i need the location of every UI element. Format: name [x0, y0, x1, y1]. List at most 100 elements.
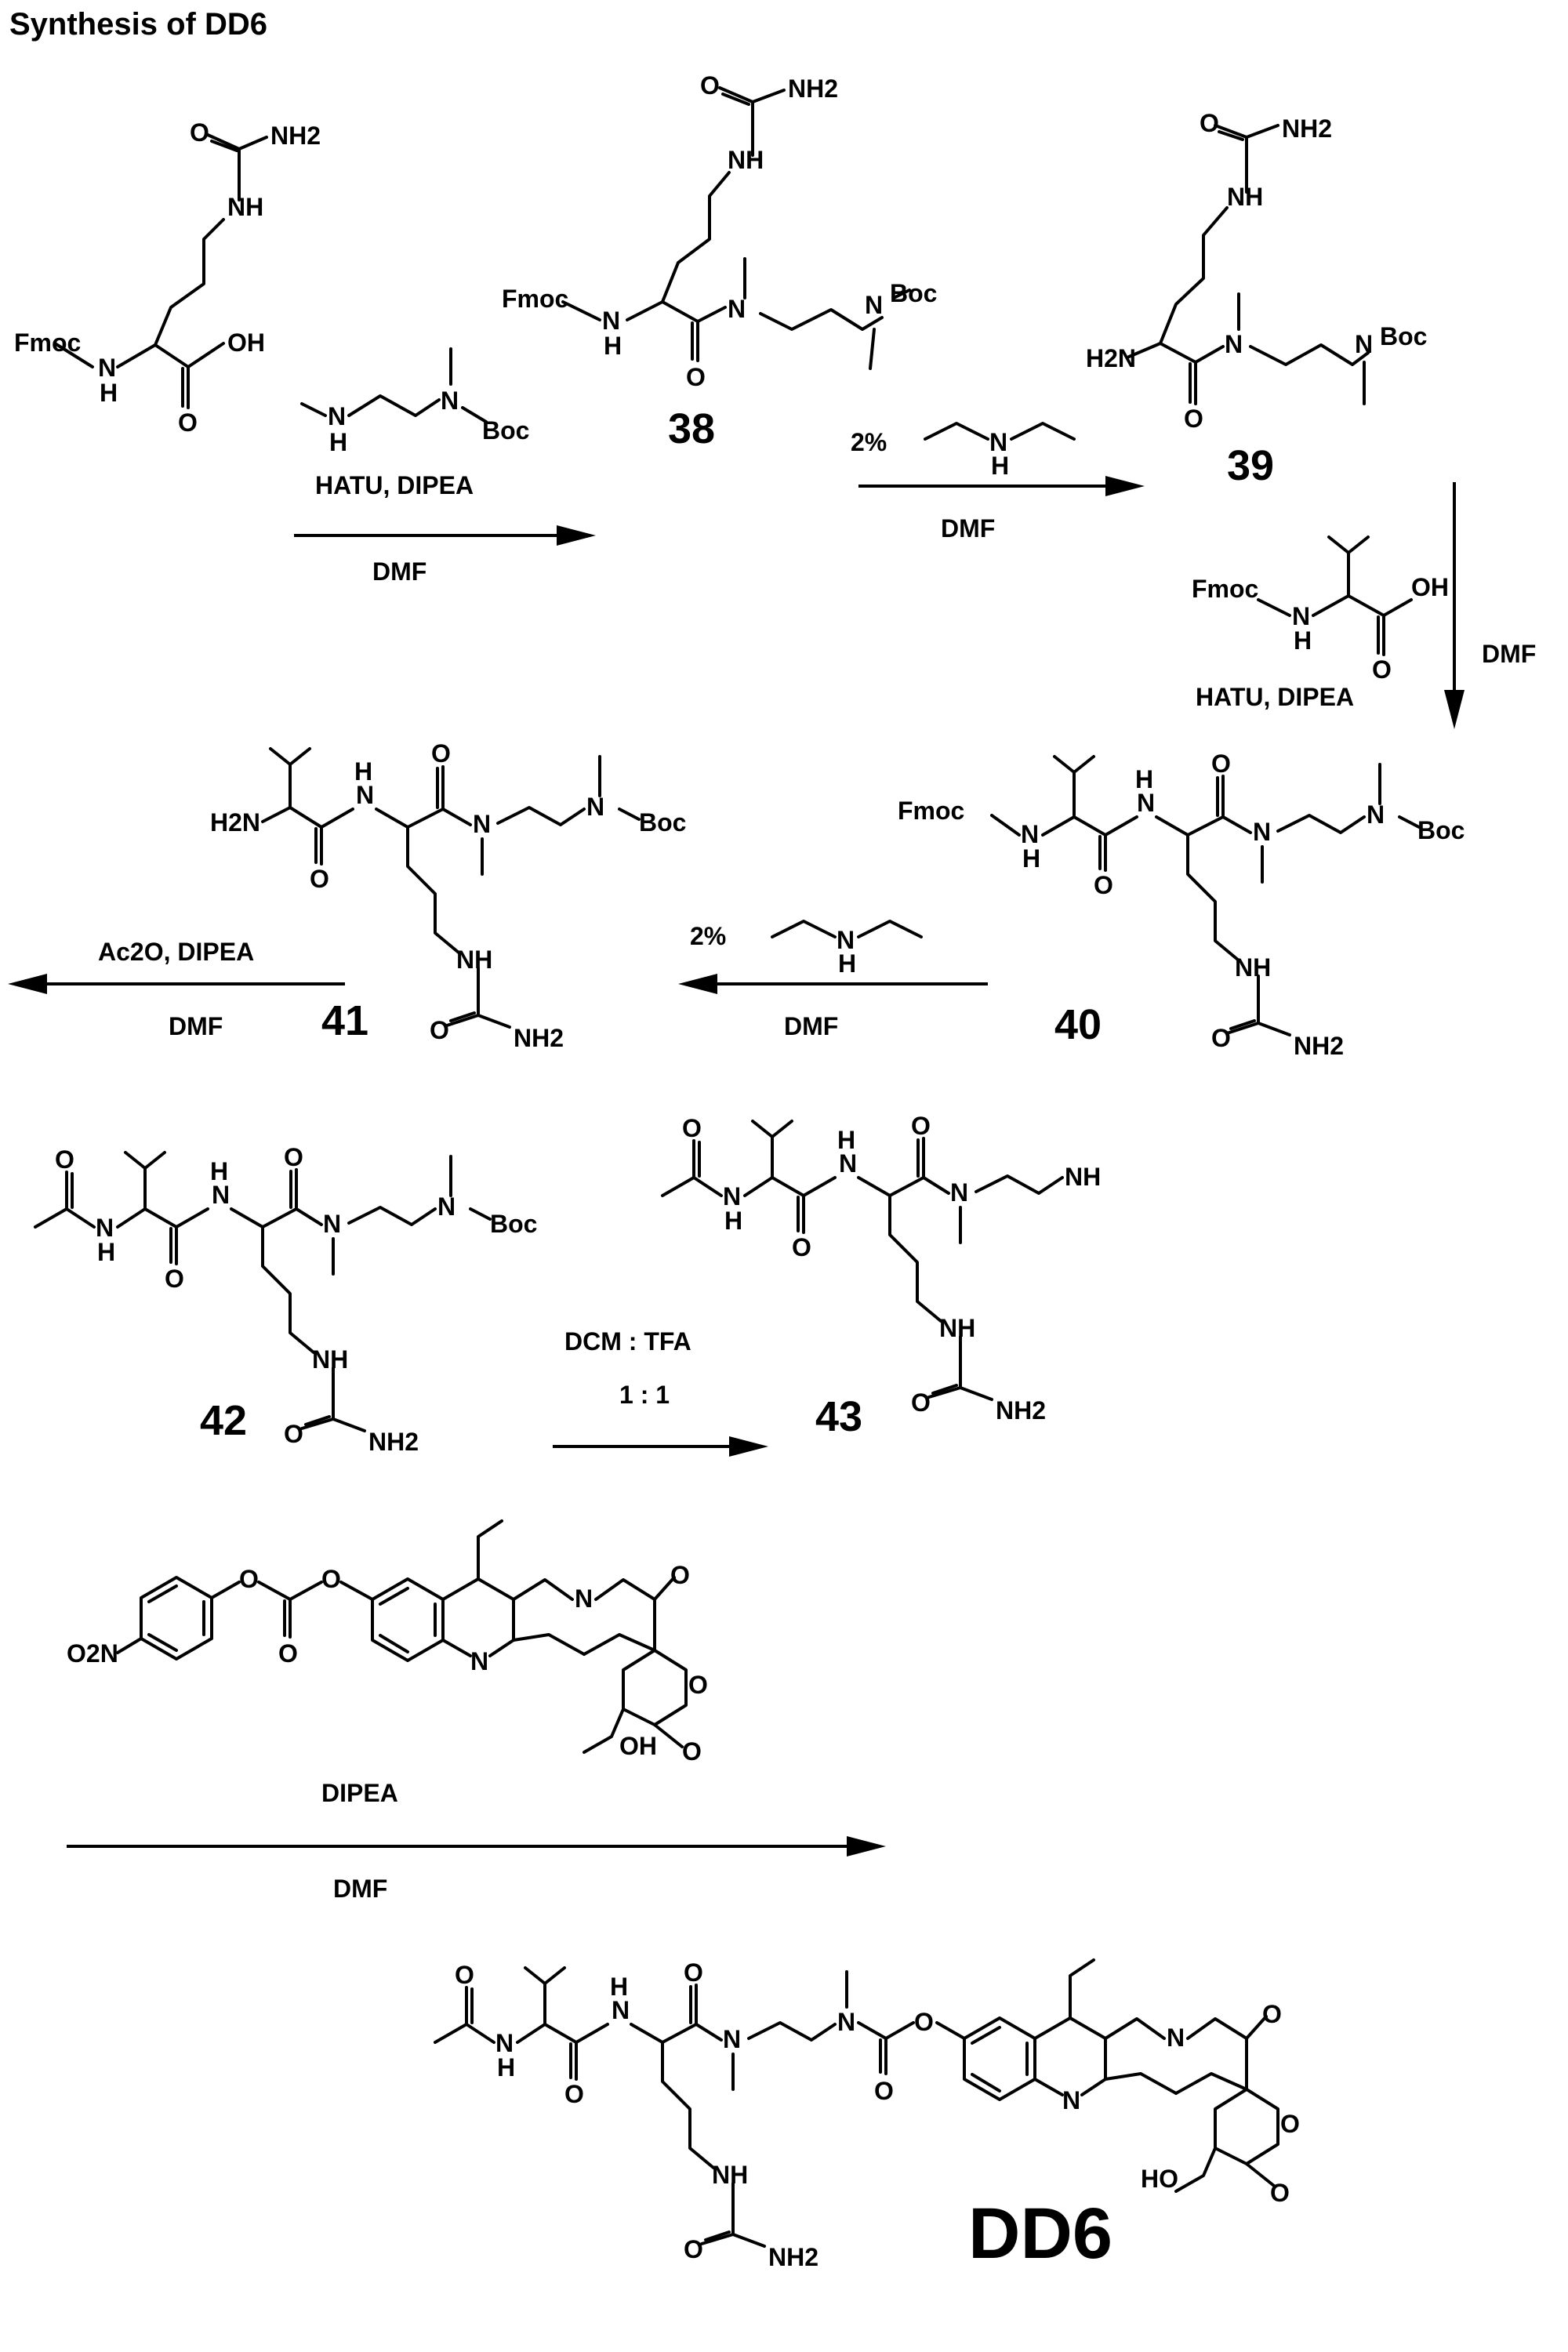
- step5-reagent: Ac2O, DIPEA: [98, 938, 254, 966]
- amine-n-label: N: [98, 354, 116, 382]
- h-label: H: [838, 949, 856, 978]
- compound-43-structure: N H O O H N O N NH NH O NH2 43: [662, 1112, 1101, 1440]
- compound-41-label: 41: [321, 997, 368, 1044]
- nh-label: NH: [1227, 183, 1263, 211]
- h-label: H: [991, 452, 1009, 480]
- compound-43-label: 43: [815, 1393, 862, 1440]
- n-label: N: [586, 793, 604, 821]
- step2-solvent: DMF: [941, 514, 995, 543]
- step7-arrow: DIPEA DMF: [67, 1779, 886, 1903]
- nh2-label: NH2: [768, 2243, 818, 2271]
- h2n-label: H2N: [210, 808, 260, 837]
- step7-solvent: DMF: [333, 1875, 387, 1903]
- o-label: O: [682, 1114, 702, 1142]
- n-label: N: [437, 1192, 456, 1221]
- step6-arrow: DCM : TFA 1 : 1: [553, 1327, 768, 1457]
- step1-solvent: DMF: [372, 557, 426, 586]
- nh-label: NH: [939, 1314, 975, 1342]
- step3-arrow: DMF: [1444, 482, 1536, 729]
- compound-40-structure: Fmoc N H O H N O N N Boc NH O NH2 40: [898, 750, 1465, 1060]
- boc-label: Boc: [490, 1210, 537, 1238]
- fmoc-label: Fmoc: [1192, 575, 1258, 603]
- n-label: N: [212, 1181, 230, 1209]
- n-label: N: [1367, 800, 1385, 829]
- o-label: O: [455, 1961, 474, 1989]
- nh2-label: NH2: [1282, 114, 1332, 143]
- urea-nh2-label: NH2: [270, 122, 321, 150]
- o-label: O: [1270, 2179, 1290, 2207]
- o-label: O: [1200, 109, 1219, 137]
- n-label: N: [575, 1584, 593, 1613]
- o-label: O: [55, 1145, 74, 1174]
- n-label: N: [1167, 2024, 1185, 2052]
- o-label: O: [700, 71, 720, 100]
- fmoc-label: Fmoc: [502, 285, 568, 313]
- step6-reagent: DCM : TFA: [564, 1327, 691, 1356]
- step4-arrow: 2% N H DMF: [678, 921, 988, 1040]
- compound-39-label: 39: [1227, 442, 1274, 489]
- n-label: N: [950, 1178, 968, 1207]
- n-label: N: [837, 2008, 855, 2036]
- step6-ratio: 1 : 1: [619, 1381, 670, 1409]
- nh-label: NH: [312, 1345, 348, 1374]
- o-label: O: [792, 1233, 811, 1261]
- n-label: N: [1253, 818, 1271, 846]
- o-label: O: [1094, 871, 1113, 899]
- o-label: O: [914, 2008, 934, 2036]
- urea-nh-label: NH: [227, 193, 263, 221]
- n-label: N: [470, 1647, 488, 1675]
- h-label: H: [97, 1238, 115, 1266]
- n-label: N: [1062, 2086, 1080, 2114]
- fmoc-label: Fmoc: [898, 797, 964, 825]
- n-label: N: [1225, 330, 1243, 358]
- boc-label: Boc: [1380, 322, 1427, 350]
- dd6-label: DD6: [968, 2194, 1112, 2274]
- n-label: N: [473, 810, 491, 838]
- step7-reagent: DIPEA: [321, 1779, 398, 1807]
- o-label: O: [564, 2080, 584, 2108]
- acid-oh-label: OH: [227, 328, 265, 357]
- o-label: O: [874, 2077, 894, 2105]
- step1-arrow: HATU, DIPEA DMF: [294, 471, 596, 586]
- o-label: O: [686, 363, 706, 391]
- n-label: N: [839, 1149, 857, 1178]
- h-label: H: [724, 1207, 742, 1235]
- step3-reagent: HATU, DIPEA: [1196, 683, 1354, 711]
- urea-o-label: O: [190, 118, 209, 147]
- h-label: H: [1294, 626, 1312, 655]
- nh-label: NH: [1065, 1163, 1101, 1191]
- h-label: H: [1022, 844, 1040, 873]
- o-label: O: [688, 1671, 708, 1699]
- boc-label: Boc: [639, 808, 686, 837]
- n-label: N: [441, 387, 459, 415]
- o-label: O: [284, 1420, 303, 1448]
- o-label: O: [430, 1016, 449, 1044]
- h2n-label: H2N: [1086, 344, 1136, 372]
- o-label: O: [1184, 405, 1203, 433]
- o-label: O: [1211, 750, 1231, 778]
- h-label: H: [329, 428, 347, 456]
- activated-carbonate-reagent: O2N O O O N N O O OH O: [67, 1521, 708, 1766]
- o-label: O: [1372, 655, 1392, 684]
- boc-diamine-reagent: N H N Boc: [302, 349, 529, 456]
- carbonyl-o-label: O: [178, 408, 198, 437]
- scheme-title: Synthesis of DD6: [9, 7, 267, 42]
- nh-label: NH: [728, 146, 764, 174]
- boc-label: Boc: [1417, 816, 1465, 844]
- h-label: H: [497, 2053, 515, 2082]
- o-label: O: [682, 1737, 702, 1766]
- oh-label: OH: [619, 1732, 657, 1760]
- compound-38-label: 38: [668, 405, 715, 452]
- nh2-label: NH2: [368, 1428, 419, 1456]
- step5-arrow: Ac2O, DIPEA DMF: [8, 938, 345, 1040]
- step2-arrow: 2% N H DMF: [851, 423, 1145, 543]
- nh-label: NH: [1235, 953, 1271, 982]
- o-label: O: [684, 2235, 703, 2263]
- n-label: N: [728, 295, 746, 323]
- step1-reagent: HATU, DIPEA: [315, 471, 474, 499]
- o-label: O: [1280, 2110, 1300, 2138]
- o-label: O: [1262, 2000, 1282, 2028]
- nh-label: NH: [712, 2161, 748, 2189]
- o-label: O: [431, 739, 451, 768]
- oh-label: OH: [1411, 573, 1449, 601]
